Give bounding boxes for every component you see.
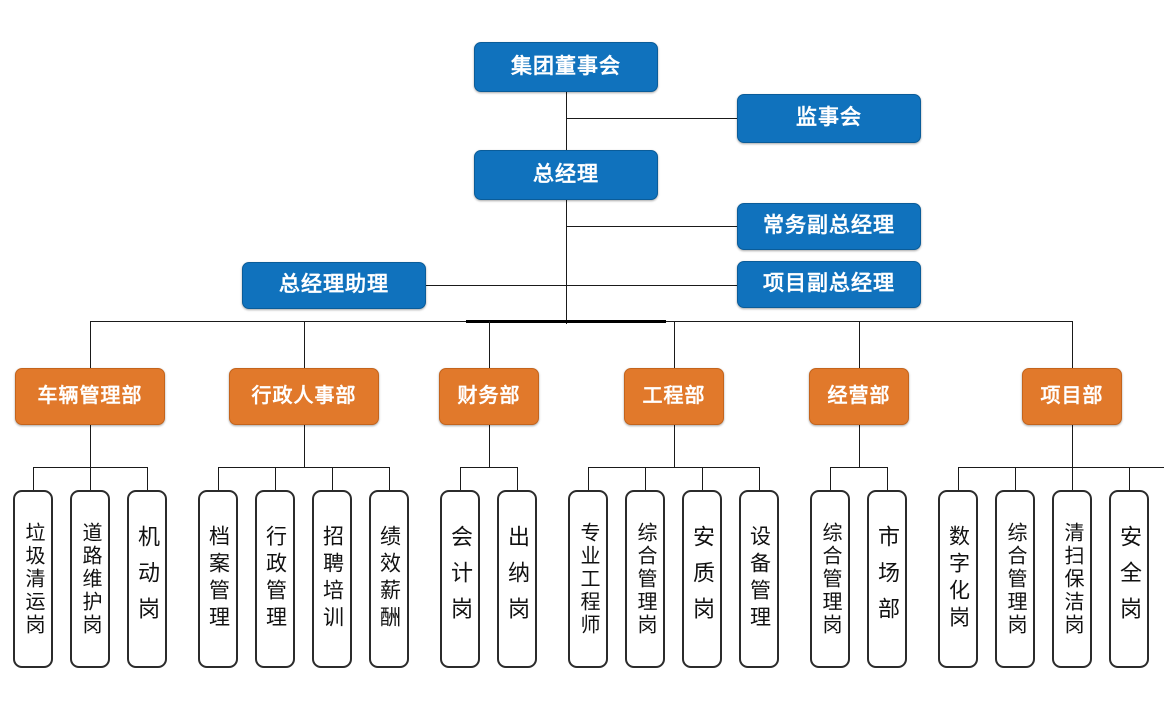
department-box[interactable]: 项目部 — [1022, 368, 1122, 425]
position-box[interactable]: 综合管理岗 — [625, 490, 665, 668]
connector-subbus-to-position — [958, 467, 959, 490]
connector-subbus-to-position — [332, 467, 333, 490]
connector-subbus-to-position — [702, 467, 703, 490]
node-general-manager[interactable]: 总经理 — [474, 150, 658, 200]
position-label: 会计岗 — [448, 525, 473, 633]
node-gm-assistant[interactable]: 总经理助理 — [242, 262, 426, 309]
position-label: 安质岗 — [690, 525, 715, 633]
connector-subbus-to-position — [588, 467, 589, 490]
connector-subbus-to-position — [389, 467, 390, 490]
position-box[interactable]: 会计岗 — [440, 490, 480, 668]
node-executive-deputy-gm[interactable]: 常务副总经理 — [737, 203, 921, 250]
position-box[interactable]: 档案管理 — [198, 490, 238, 668]
department-box[interactable]: 工程部 — [624, 368, 724, 425]
position-label: 机动岗 — [135, 525, 160, 633]
position-label: 招聘培训 — [320, 525, 344, 633]
connector-gm-to-supervisory — [566, 118, 737, 119]
connector-department-to-subbus — [1072, 425, 1073, 467]
position-box[interactable]: 绩效薪酬 — [369, 490, 409, 668]
connector-department-to-subbus — [489, 425, 490, 467]
connector-position-bus — [588, 467, 759, 468]
connector-subbus-to-position — [147, 467, 148, 490]
connector-position-bus — [218, 467, 389, 468]
department-bus-center-emphasis — [466, 320, 666, 323]
connector-department-to-subbus — [859, 425, 860, 467]
department-box[interactable]: 财务部 — [439, 368, 539, 425]
position-label: 行政管理 — [263, 525, 287, 633]
position-box[interactable]: 道路维护岗 — [70, 490, 110, 668]
connector-subbus-to-position — [1072, 467, 1073, 490]
connector-bus-to-department — [674, 321, 675, 368]
position-box[interactable]: 设备管理 — [739, 490, 779, 668]
connector-subbus-to-position — [517, 467, 518, 490]
connector-subbus-to-position — [275, 467, 276, 490]
department-box[interactable]: 车辆管理部 — [15, 368, 165, 425]
connector-board-to-gm — [566, 92, 567, 150]
connector-subbus-to-position — [887, 467, 888, 490]
connector-subbus-to-position — [90, 467, 91, 490]
connector-position-bus — [958, 467, 1164, 468]
position-label: 数字化岗 — [946, 525, 970, 633]
connector-department-to-subbus — [304, 425, 305, 467]
position-label: 市场部 — [875, 525, 900, 633]
position-box[interactable]: 清扫保洁岗 — [1052, 490, 1092, 668]
position-box[interactable]: 综合管理岗 — [810, 490, 850, 668]
node-supervisory-board[interactable]: 监事会 — [737, 94, 921, 143]
position-label: 清扫保洁岗 — [1061, 521, 1083, 637]
connector-subbus-to-position — [1015, 467, 1016, 490]
position-label: 道路维护岗 — [79, 521, 101, 637]
position-label: 专业工程师 — [577, 521, 599, 637]
position-box[interactable]: 市场部 — [867, 490, 907, 668]
position-label: 设备管理 — [747, 525, 771, 633]
connector-department-to-subbus — [674, 425, 675, 467]
position-label: 绩效薪酬 — [377, 525, 401, 633]
position-box[interactable]: 专业工程师 — [568, 490, 608, 668]
connector-subbus-to-position — [218, 467, 219, 490]
department-box[interactable]: 行政人事部 — [229, 368, 379, 425]
position-label: 综合管理岗 — [634, 521, 656, 637]
position-box[interactable]: 安质岗 — [682, 490, 722, 668]
connector-position-bus — [460, 467, 517, 468]
position-label: 出纳岗 — [505, 525, 530, 633]
connector-subbus-to-position — [33, 467, 34, 490]
position-label: 档案管理 — [206, 525, 230, 633]
connector-bus-to-department — [859, 321, 860, 368]
connector-position-bus — [830, 467, 887, 468]
position-box[interactable]: 综合管理岗 — [995, 490, 1035, 668]
position-box[interactable]: 安全岗 — [1109, 490, 1149, 668]
node-board-of-directors[interactable]: 集团董事会 — [474, 42, 658, 92]
connector-bus-to-department — [304, 321, 305, 368]
position-box[interactable]: 数字化岗 — [938, 490, 978, 668]
position-box[interactable]: 垃圾清运岗 — [13, 490, 53, 668]
connector-bus-to-department — [90, 321, 91, 368]
position-label: 综合管理岗 — [1004, 521, 1026, 637]
position-box[interactable]: 行政管理 — [255, 490, 295, 668]
connector-subbus-to-position — [460, 467, 461, 490]
connector-subbus-to-position — [759, 467, 760, 490]
position-box[interactable]: 机动岗 — [127, 490, 167, 668]
connector-gm-to-exec-deputy — [566, 226, 737, 227]
connector-gm-spine — [566, 200, 567, 324]
connector-subbus-to-position — [830, 467, 831, 490]
position-box[interactable]: 出纳岗 — [497, 490, 537, 668]
connector-bus-to-department — [1072, 321, 1073, 368]
node-project-deputy-gm[interactable]: 项目副总经理 — [737, 261, 921, 308]
position-label: 综合管理岗 — [819, 521, 841, 637]
department-box[interactable]: 经营部 — [809, 368, 909, 425]
connector-bus-to-department — [489, 321, 490, 368]
position-box[interactable]: 招聘培训 — [312, 490, 352, 668]
position-label: 安全岗 — [1117, 525, 1142, 633]
position-label: 垃圾清运岗 — [22, 521, 44, 637]
connector-subbus-to-position — [645, 467, 646, 490]
connector-subbus-to-position — [1129, 467, 1130, 490]
connector-gm-assistant-to-project-deputy — [426, 285, 737, 286]
connector-department-to-subbus — [90, 425, 91, 467]
